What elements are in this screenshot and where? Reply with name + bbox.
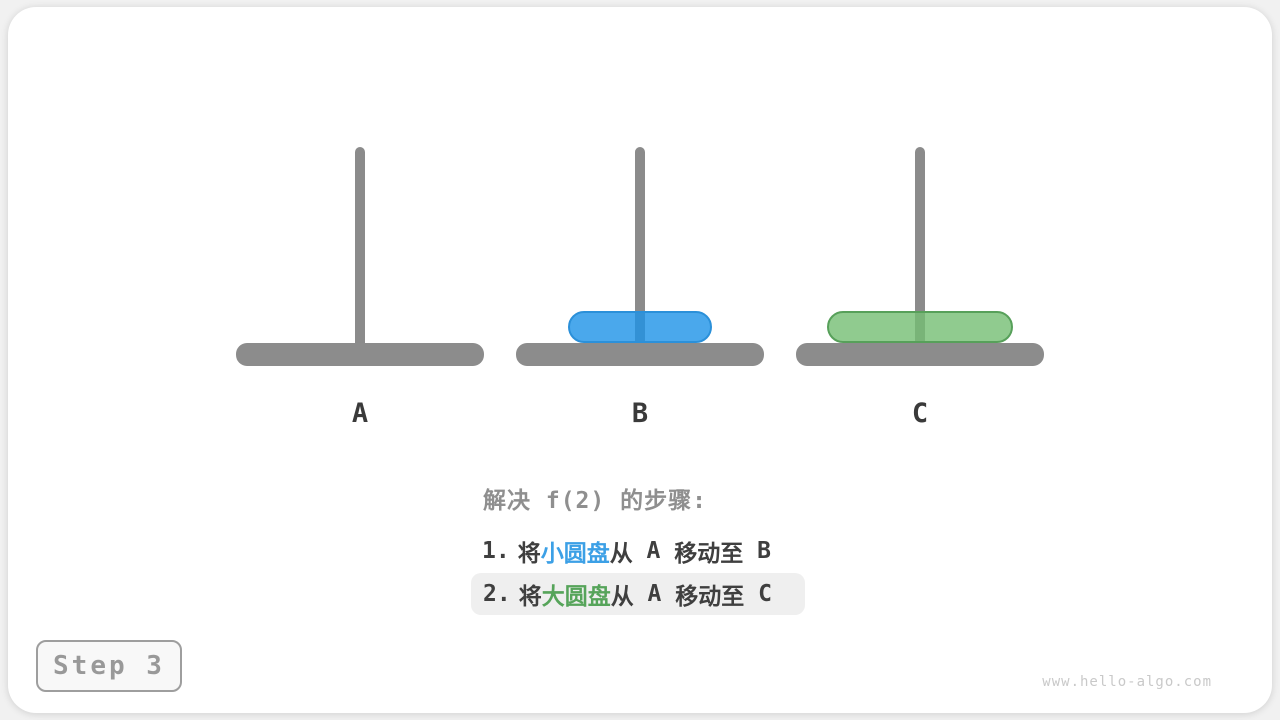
step-1-src-peg: A	[632, 538, 675, 564]
peg-b-base	[516, 343, 764, 366]
step-2-disk-name: 大圆盘	[541, 584, 611, 610]
peg-c	[796, 147, 1044, 366]
step-badge: Step 3	[36, 640, 182, 692]
peg-c-pole	[915, 147, 925, 359]
peg-b-pole	[635, 147, 645, 359]
step-2-text-from: 从	[610, 584, 634, 610]
step-2-number: 2.	[483, 581, 511, 607]
large-disk	[827, 311, 1013, 343]
peg-a-base	[236, 343, 484, 366]
step-2-src-peg: A	[633, 581, 676, 607]
watermark: www.hello-algo.com	[1042, 674, 1212, 690]
step-1-text-from: 从	[609, 541, 633, 567]
peg-b-label: B	[631, 398, 649, 429]
step-1-dst-peg: B	[743, 538, 771, 564]
step-line-2-highlighted: 2. 将 大圆盘 从 A 移动至 C	[471, 573, 805, 615]
step-1-disk-name: 小圆盘	[540, 541, 610, 567]
peg-c-label: C	[911, 398, 929, 429]
step-line-1: 1. 将 小圆盘 从 A 移动至 B	[482, 536, 771, 567]
peg-b-disk-stack	[516, 311, 764, 343]
peg-a	[236, 147, 484, 366]
steps-title: 解决 f(2) 的步骤:	[483, 488, 707, 514]
step-1-text: 将	[517, 541, 541, 567]
peg-b	[516, 147, 764, 366]
step-2-text: 将	[518, 584, 542, 610]
step-1-text-move: 移动至	[674, 541, 744, 567]
step-2-dst-peg: C	[744, 581, 772, 607]
peg-a-pole	[355, 147, 365, 359]
small-disk	[568, 311, 712, 343]
peg-a-label: A	[351, 398, 369, 429]
step-2-text-move: 移动至	[675, 584, 745, 610]
peg-c-disk-stack	[796, 311, 1044, 343]
step-1-number: 1.	[482, 538, 510, 564]
peg-c-base	[796, 343, 1044, 366]
